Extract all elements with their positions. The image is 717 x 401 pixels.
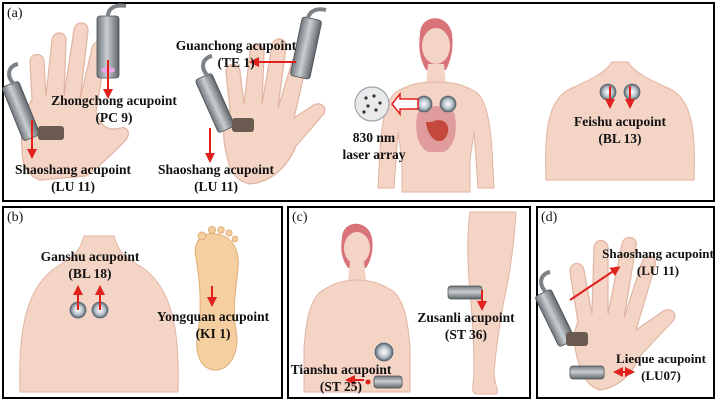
label-zhongchong-name: Zhongchong acupoint	[51, 93, 177, 108]
label-laser-array-code: laser array	[342, 147, 406, 162]
laser-device-left-top	[96, 3, 127, 79]
panel-c-frame	[287, 206, 531, 399]
label-feishu: Feishu acupoint (BL 13)	[560, 113, 680, 147]
label-guanchong: Guanchong acupoint (TE 1)	[166, 37, 306, 71]
panel-d-label: (d)	[541, 210, 558, 225]
label-feishu-name: Feishu acupoint	[574, 114, 666, 129]
label-shaoshang-d-name: Shaoshang acupoint	[602, 246, 714, 261]
laser-device-middle-top	[290, 7, 327, 80]
pointer-arrow-laser	[391, 91, 419, 117]
laser-device-d-wrist	[569, 365, 605, 380]
panel-c-label: (c)	[292, 210, 308, 225]
label-shaoshang-left: Shaoshang acupoint (LU 11)	[6, 161, 140, 195]
label-shaoshang-right-name: Shaoshang acupoint	[158, 162, 274, 177]
label-tianshu-code: (ST 25)	[319, 379, 363, 394]
laser-device-d-side	[535, 270, 588, 347]
label-ganshu-name: Ganshu acupoint	[40, 249, 140, 264]
label-guanchong-name: Guanchong acupoint	[175, 38, 297, 53]
laser-device-leg	[447, 285, 483, 300]
label-shaoshang-d-code: (LU 11)	[636, 263, 680, 278]
label-lieque-name: Lieque acupoint	[616, 351, 706, 366]
hand-figure-d	[569, 236, 676, 391]
label-shaoshang-right: Shaoshang acupoint (LU 11)	[148, 161, 284, 195]
label-shaoshang-left-code: (LU 11)	[51, 179, 95, 194]
upper-back-figure	[545, 61, 695, 181]
foot-sole-figure	[194, 226, 239, 371]
label-yongquan-name: Yongquan acupoint	[156, 309, 270, 324]
label-shaoshang-d: Shaoshang acupoint (LU 11)	[596, 245, 717, 279]
label-zusanli-code: (ST 36)	[444, 327, 488, 342]
label-lieque: Lieque acupoint (LU07)	[606, 350, 716, 384]
label-tianshu-name: Tianshu acupoint	[290, 362, 392, 377]
label-lieque-code: (LU07)	[641, 368, 681, 383]
label-zusanli: Zusanli acupoint (ST 36)	[406, 309, 526, 343]
leg-figure	[467, 211, 517, 395]
laser-probe-abdomen	[374, 342, 394, 362]
laser-device-middle-side	[195, 54, 254, 133]
laser-array-disc	[354, 86, 390, 122]
female-body-figure	[303, 223, 411, 393]
panel-b-frame	[2, 206, 283, 399]
panel-a-frame	[2, 2, 715, 202]
laser-device-left-side	[2, 62, 64, 141]
label-ganshu-code: (BL 18)	[68, 266, 112, 281]
tianshu-point	[365, 379, 371, 385]
label-laser-array-name: 830 nm	[352, 130, 396, 145]
arrow-shaoshang-d	[569, 266, 621, 301]
label-yongquan-code: (KI 1)	[195, 326, 231, 341]
panel-a-label: (a)	[7, 6, 23, 21]
label-shaoshang-right-code: (LU 11)	[194, 179, 238, 194]
label-zhongchong: Zhongchong acupoint (PC 9)	[44, 92, 184, 126]
label-shaoshang-left-name: Shaoshang acupoint	[15, 162, 131, 177]
label-guanchong-code: (TE 1)	[217, 55, 255, 70]
panel-b-label: (b)	[7, 210, 24, 225]
label-zhongchong-code: (PC 9)	[95, 110, 133, 125]
label-yongquan: Yongquan acupoint (KI 1)	[150, 308, 276, 342]
label-ganshu: Ganshu acupoint (BL 18)	[30, 248, 150, 282]
label-feishu-code: (BL 13)	[598, 131, 642, 146]
laser-device-abdomen	[373, 375, 403, 389]
label-laser-array: 830 nm laser array	[336, 129, 412, 163]
label-tianshu: Tianshu acupoint (ST 25)	[284, 361, 398, 395]
label-zusanli-name: Zusanli acupoint	[417, 310, 515, 325]
